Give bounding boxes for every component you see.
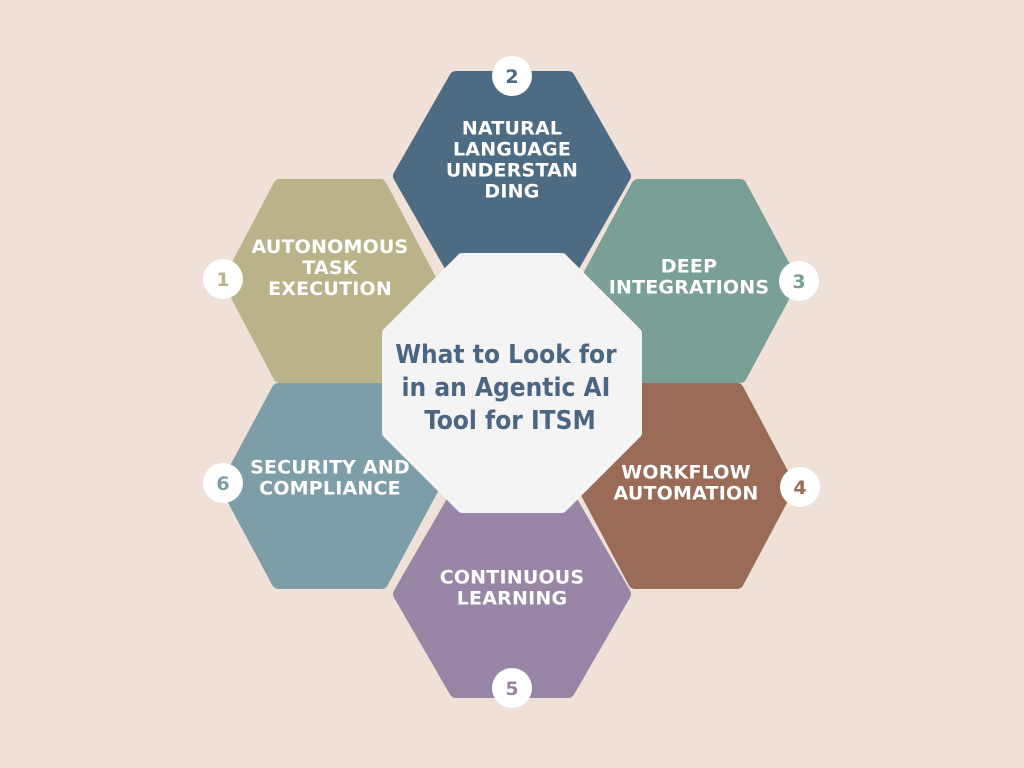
number-badge-text: 1: [216, 269, 229, 291]
number-badge-circle: [780, 467, 820, 507]
number-badge-2: 2: [492, 56, 532, 96]
number-badge-text: 4: [793, 477, 806, 499]
number-badge-4: 4: [780, 467, 820, 507]
center-octagon-shape: [382, 253, 642, 513]
hexagon-label-line: INTEGRATIONS: [609, 277, 770, 299]
hexagon-label-line: DEEP: [661, 256, 717, 278]
hexagon-shape-1: [223, 179, 437, 383]
hexagon-label-line: LANGUAGE: [453, 139, 571, 161]
number-badge-circle: [492, 56, 532, 96]
hexagon-label-line: TASK: [302, 257, 358, 279]
number-badge-1: 1: [203, 259, 243, 299]
number-badge-circle: [779, 261, 819, 301]
hexagon-label-line: DING: [484, 181, 539, 203]
hexagon-label-line: EXECUTION: [268, 278, 392, 300]
number-badge-text: 2: [505, 66, 518, 88]
number-badge-text: 6: [216, 473, 229, 495]
hexagon-label-line: LEARNING: [457, 588, 568, 610]
number-badge-text: 3: [792, 271, 805, 293]
number-badge-6: 6: [203, 463, 243, 503]
hexagon-label-line: UNDERSTAN: [446, 160, 578, 182]
hexagon-label-line: COMPLIANCE: [259, 478, 401, 500]
center-title-line-3: Tool for ITSM: [424, 406, 596, 436]
center-title-line-2: in an Agentic AI: [402, 373, 611, 403]
number-badges: 1 2 3 4 5 6: [203, 56, 820, 708]
hexagon-label-line: SECURITY AND: [250, 457, 410, 479]
center-title: What to Look for in an Agentic AI Tool f…: [395, 340, 625, 436]
hexagon-label-line: AUTONOMOUS: [252, 236, 409, 258]
number-badge-5: 5: [492, 668, 532, 708]
number-badge-text: 5: [505, 678, 518, 700]
center-title-line-1: What to Look for: [395, 340, 617, 370]
number-badge-3: 3: [779, 261, 819, 301]
number-badge-circle: [492, 668, 532, 708]
hexagon-label-line: NATURAL: [462, 118, 562, 140]
hexagon-label-line: AUTOMATION: [614, 483, 759, 505]
number-badge-circle: [203, 259, 243, 299]
number-badge-circle: [203, 463, 243, 503]
center-octagon: What to Look for in an Agentic AI Tool f…: [382, 253, 642, 513]
hexagon-label-line: WORKFLOW: [621, 462, 751, 484]
hexagon-label-line: CONTINUOUS: [440, 567, 585, 589]
